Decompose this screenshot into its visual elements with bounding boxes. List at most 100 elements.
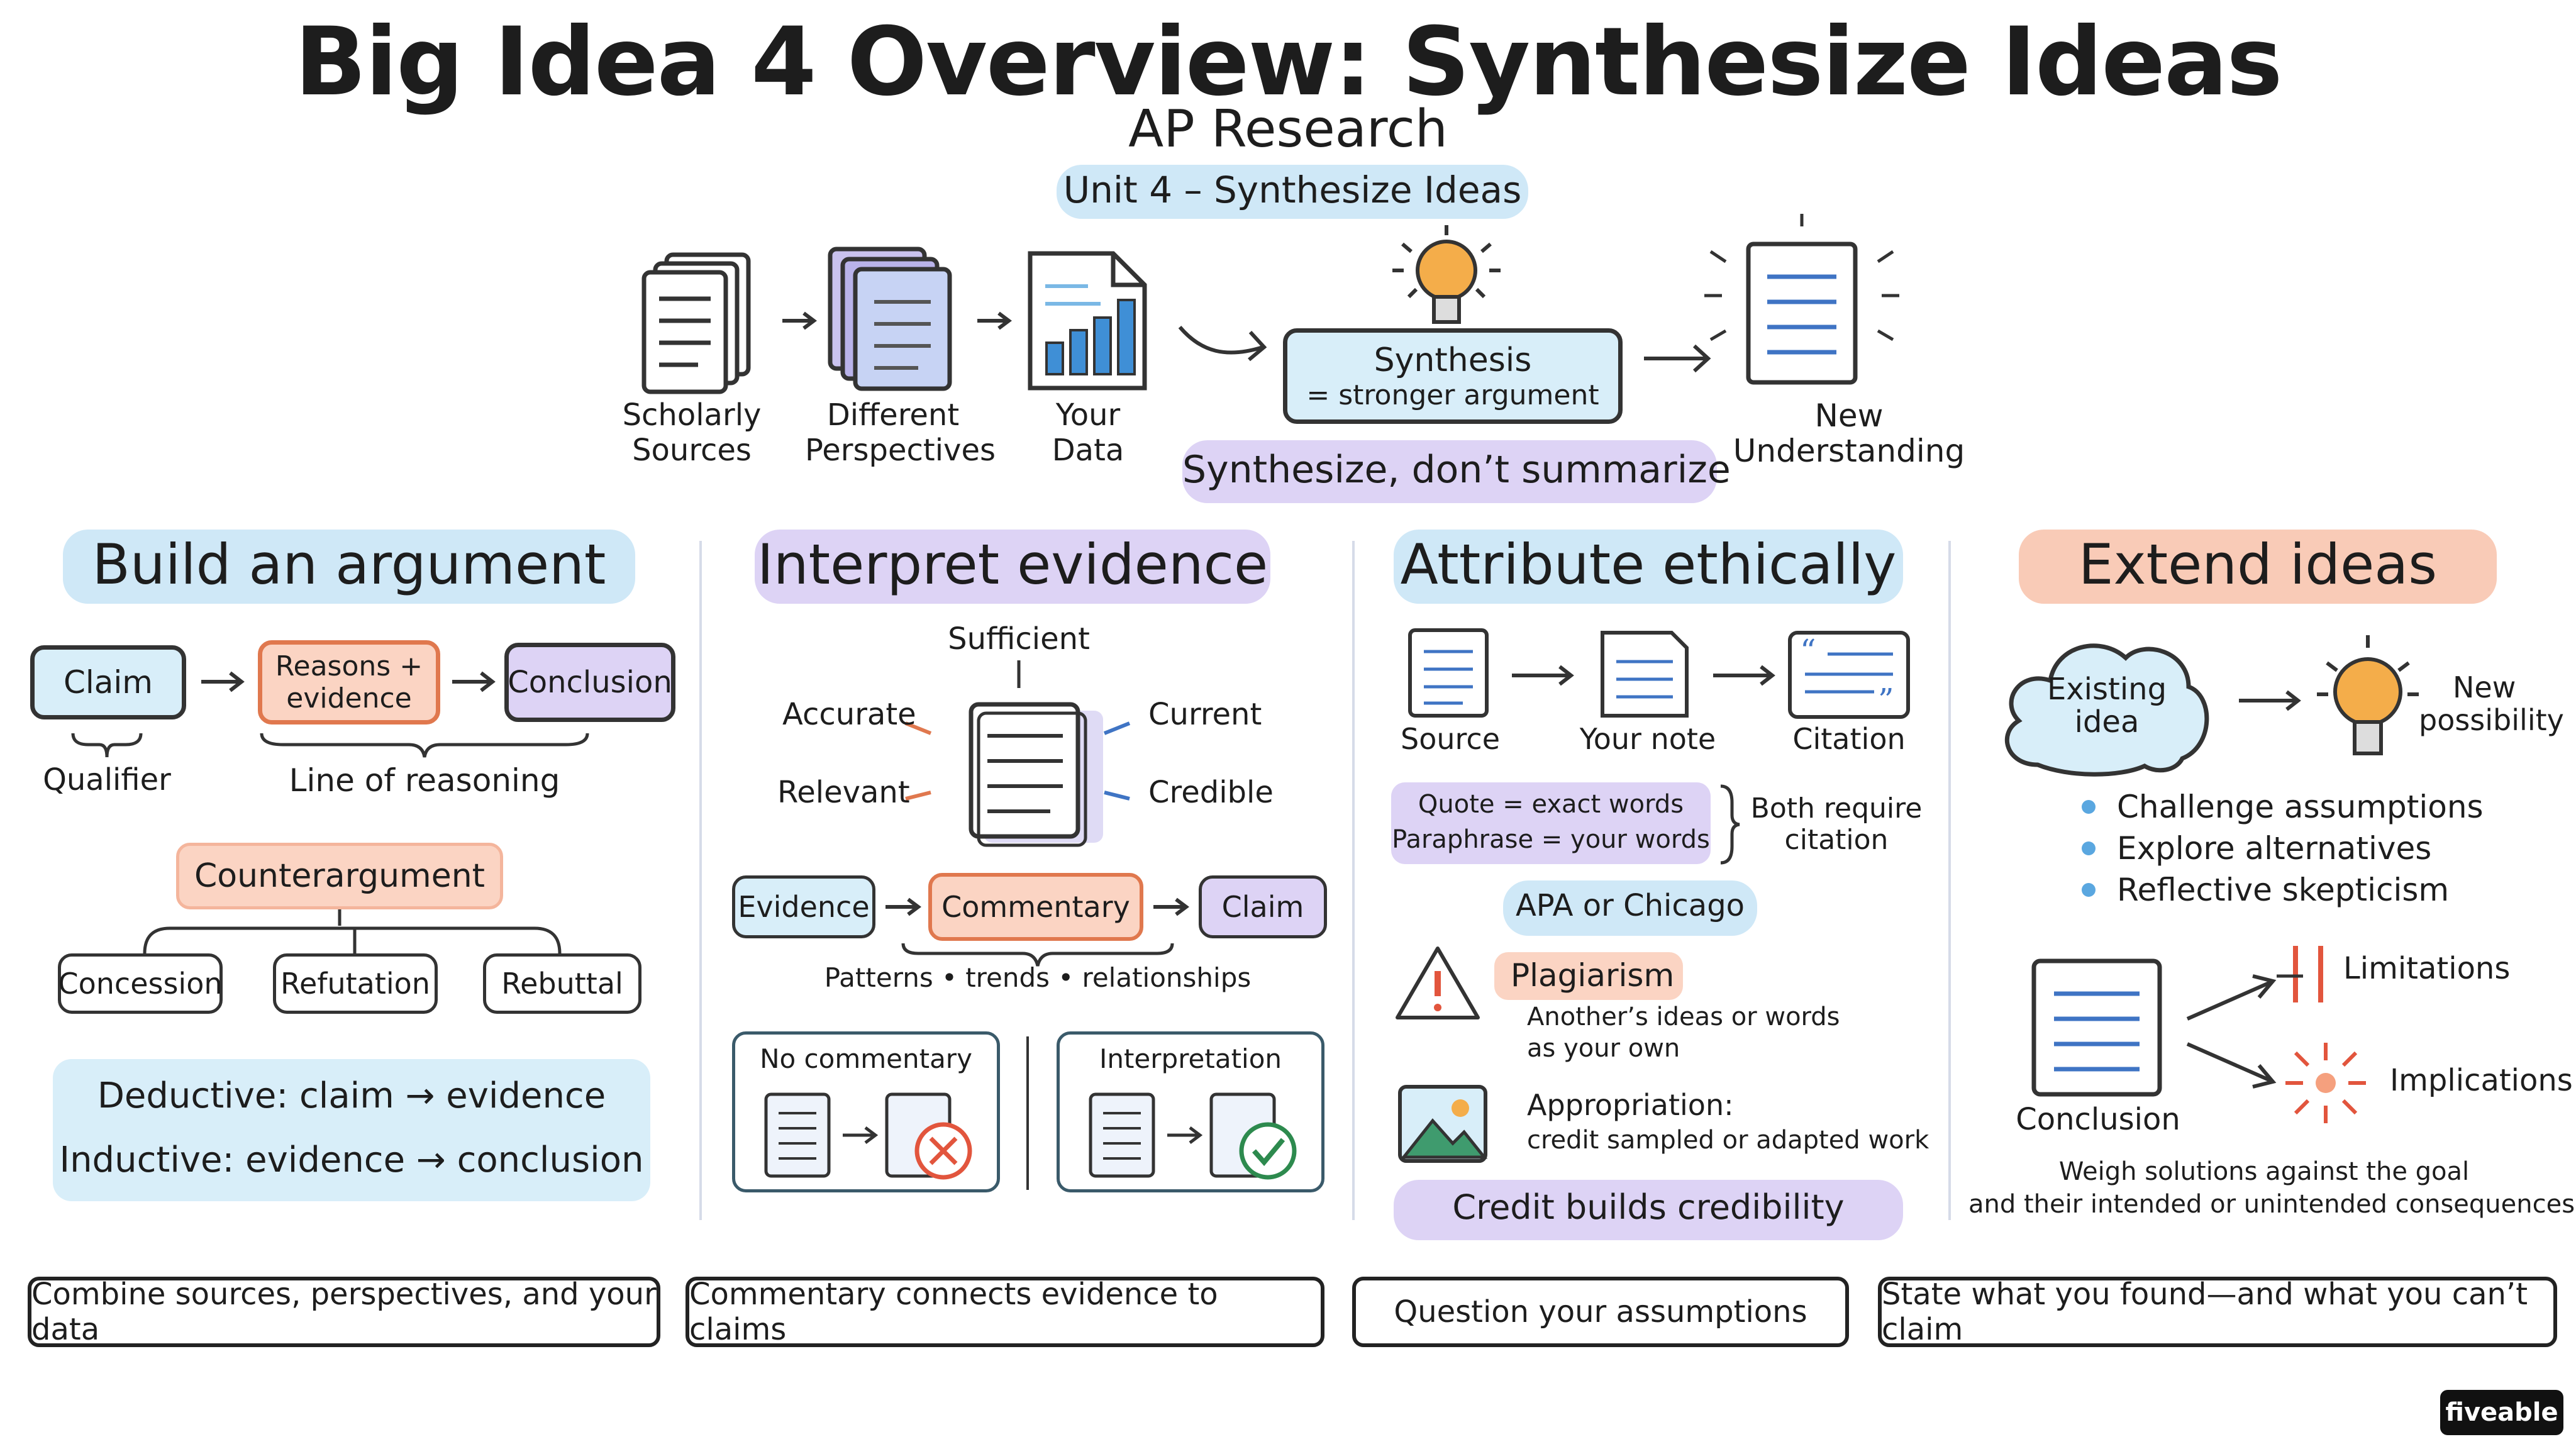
data-label-2: Data bbox=[1052, 433, 1124, 468]
arrow-right-icon bbox=[977, 311, 1012, 330]
data-label-1: Your bbox=[1055, 397, 1121, 433]
paraphrase-label: Paraphrase = your words bbox=[1392, 825, 1710, 854]
motto: Synthesize, don’t summarize bbox=[1182, 448, 1731, 492]
commentary-label: Commentary bbox=[941, 890, 1130, 924]
synthesis-box: Synthesis = stronger argument bbox=[1283, 328, 1623, 424]
concession-label: Concession bbox=[58, 967, 223, 1001]
patterns-label: Patterns • trends • relationships bbox=[824, 962, 1252, 993]
arrow-right-icon bbox=[2239, 690, 2301, 711]
brand-text: fiveable bbox=[2445, 1398, 2558, 1427]
column-divider bbox=[699, 541, 702, 1220]
quote-paraphrase-bg bbox=[1391, 782, 1711, 864]
footer-text: State what you found—and what you can’t … bbox=[1882, 1277, 2528, 1347]
footer-text: Combine sources, perspectives, and your … bbox=[31, 1277, 657, 1347]
limitation-barrier-icon bbox=[2277, 946, 2323, 1002]
no-commentary-panel: No commentary bbox=[732, 1031, 1000, 1192]
both-require-1: Both require bbox=[1750, 792, 1923, 824]
apa-bg bbox=[1503, 880, 1757, 936]
sufficient-label: Sufficient bbox=[948, 621, 1090, 657]
citation-label: Citation bbox=[1792, 722, 1906, 756]
qualifier-label: Qualifier bbox=[43, 762, 171, 797]
appropriation-label: Appropriation: bbox=[1527, 1088, 1734, 1122]
brace-icon bbox=[260, 733, 589, 758]
rejected-document-icon bbox=[764, 1092, 972, 1180]
note-document-icon bbox=[1601, 631, 1689, 718]
line-of-reasoning-label: Line of reasoning bbox=[289, 762, 560, 799]
plagiarism-label: Plagiarism bbox=[1511, 957, 1675, 994]
arrow-right-icon bbox=[782, 311, 817, 330]
interpret-title-bg bbox=[755, 530, 1270, 604]
warning-icon bbox=[1396, 947, 1480, 1019]
bullet-dot bbox=[2082, 883, 2096, 897]
footer-card: Combine sources, perspectives, and your … bbox=[28, 1277, 660, 1347]
extend-conclusion-label: Conclusion bbox=[2016, 1102, 2180, 1137]
lightbulb-icon bbox=[2317, 635, 2419, 755]
scholarly-label-1: Scholarly bbox=[622, 397, 762, 433]
citation-quote-icon: “ ” bbox=[1788, 631, 1910, 719]
counterargument-label: Counterargument bbox=[194, 857, 486, 895]
current-label: Current bbox=[1148, 697, 1262, 732]
conclusion-label: Conclusion bbox=[508, 665, 672, 700]
plagiarism-bg bbox=[1494, 952, 1683, 1000]
interpret-claim-box: Claim bbox=[1199, 875, 1327, 938]
interpret-title: Interpret evidence bbox=[757, 532, 1269, 597]
lightbulb-icon bbox=[1392, 225, 1501, 324]
evidence-label: Evidence bbox=[738, 890, 870, 924]
interpret-claim-label: Claim bbox=[1221, 890, 1304, 924]
brace-icon bbox=[71, 733, 143, 758]
credit-label: Credit builds credibility bbox=[1452, 1187, 1845, 1227]
relevant-label: Relevant bbox=[777, 775, 910, 810]
burst-icon bbox=[2285, 1043, 2366, 1123]
bar-chart-document-icon bbox=[1028, 251, 1147, 391]
unit-badge-bg bbox=[1057, 165, 1528, 219]
arrow-right-icon bbox=[1153, 897, 1189, 916]
scholarly-label-2: Sources bbox=[632, 433, 752, 468]
cloud-icon bbox=[2005, 643, 2209, 777]
limitations-label: Limitations bbox=[2343, 951, 2511, 986]
inductive-label: Inductive: evidence → conclusion bbox=[59, 1140, 644, 1180]
reasoning-types-panel bbox=[53, 1059, 650, 1201]
page-subtitle: AP Research bbox=[1128, 99, 1448, 159]
criteria-document-icon bbox=[904, 660, 1131, 847]
build-title-bg bbox=[63, 530, 635, 604]
accurate-label: Accurate bbox=[782, 697, 916, 732]
claim-box: Claim bbox=[30, 645, 186, 719]
your-note-label: Your note bbox=[1579, 722, 1716, 756]
extend-title-bg bbox=[2019, 530, 2497, 604]
bullet-item: Explore alternatives bbox=[2117, 830, 2432, 867]
arrow-right-icon bbox=[452, 671, 496, 692]
no-commentary-label: No commentary bbox=[760, 1043, 972, 1074]
reasons-label-1: Reasons + bbox=[275, 650, 423, 682]
synthesis-label: Synthesis bbox=[1374, 341, 1532, 379]
reasons-box: Reasons + evidence bbox=[258, 640, 440, 724]
reasons-label-2: evidence bbox=[286, 682, 412, 714]
weigh-line-1: Weigh solutions against the goal bbox=[2058, 1157, 2470, 1186]
attribute-title-bg bbox=[1394, 530, 1903, 604]
deductive-label: Deductive: claim → evidence bbox=[97, 1075, 606, 1116]
conclusion-document-icon bbox=[2031, 958, 2162, 1097]
source-document-icon bbox=[1408, 628, 1489, 718]
appropriation-desc: credit sampled or adapted work bbox=[1527, 1126, 1929, 1155]
perspectives-label-1: Different bbox=[826, 397, 960, 433]
documents-stack-icon bbox=[641, 252, 751, 394]
footer-text: Commentary connects evidence to claims bbox=[689, 1277, 1218, 1347]
connector-lines bbox=[143, 909, 562, 954]
panel-divider bbox=[1026, 1036, 1029, 1190]
source-label: Source bbox=[1401, 722, 1500, 756]
branch-arrows-icon bbox=[2186, 974, 2277, 1089]
arrow-right-icon bbox=[886, 897, 921, 916]
evidence-box: Evidence bbox=[732, 875, 875, 938]
footer-card: State what you found—and what you can’t … bbox=[1878, 1277, 2557, 1347]
column-divider bbox=[1948, 541, 1951, 1220]
refutation-label: Refutation bbox=[280, 967, 430, 1001]
brace-icon bbox=[901, 943, 1174, 967]
plagiarism-desc-2: as your own bbox=[1527, 1034, 1680, 1063]
extend-title: Extend ideas bbox=[2078, 532, 2438, 597]
curved-arrow-icon bbox=[1178, 326, 1267, 362]
synthesis-sub: = stronger argument bbox=[1306, 379, 1599, 411]
column-divider bbox=[1352, 541, 1355, 1220]
rebuttal-box: Rebuttal bbox=[483, 953, 641, 1014]
weigh-line-2: and their intended or unintended consequ… bbox=[1968, 1190, 2576, 1219]
perspectives-docs-icon bbox=[828, 247, 952, 391]
conclusion-box: Conclusion bbox=[504, 643, 675, 722]
